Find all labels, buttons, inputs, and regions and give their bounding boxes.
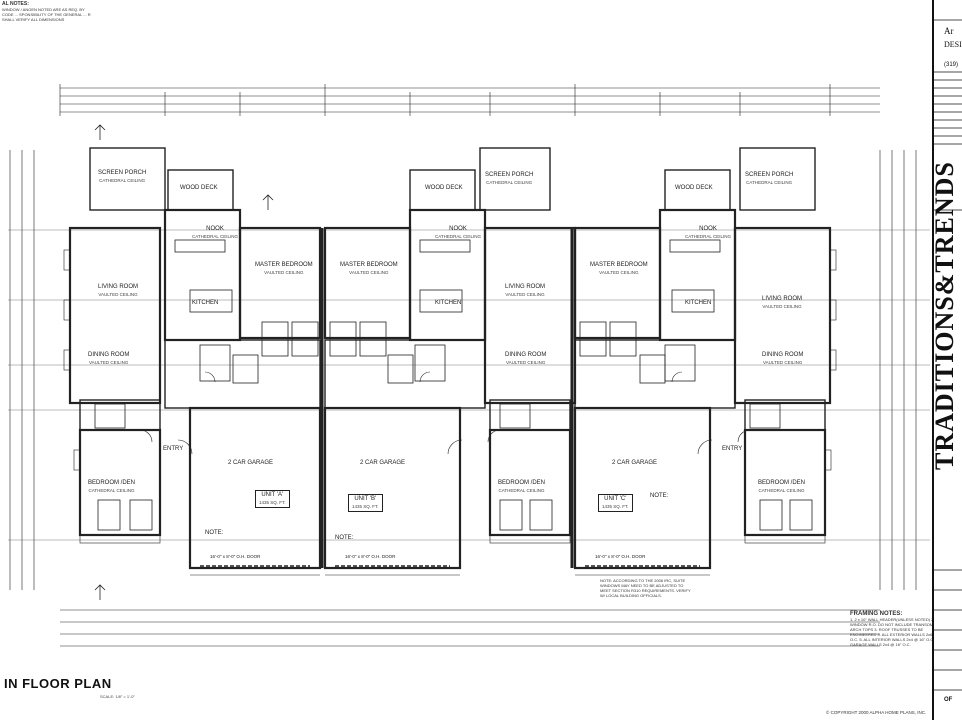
room-name: BEDROOM /DEN bbox=[498, 480, 546, 486]
unit-area: 1435 SQ. FT. bbox=[602, 504, 629, 509]
room-name: BEDROOM /DEN bbox=[758, 480, 806, 486]
room-ceiling: CATHEDRAL CEILING bbox=[685, 234, 732, 239]
bedroom-den-a: BEDROOM /DEN CATHEDRAL CEILING bbox=[88, 480, 135, 494]
room-ceiling: CATHEDRAL CEILING bbox=[88, 488, 135, 493]
copyright: © COPYRIGHT 2000 ALPHA HOME PLANS, INC. bbox=[826, 710, 927, 715]
entry-a: ENTRY bbox=[163, 446, 184, 452]
room-name: DINING ROOM bbox=[762, 352, 804, 358]
note-a: NOTE: bbox=[205, 530, 224, 536]
plan-title: IN FLOOR PLAN bbox=[4, 676, 112, 691]
unit-name: UNIT 'B' bbox=[354, 496, 377, 502]
unit-b-box: UNIT 'B' 1435 SQ. FT. bbox=[348, 494, 383, 512]
kitchen-c: KITCHEN bbox=[685, 300, 712, 306]
master-bedroom-b: MASTER BEDROOM VAULTED CEILING bbox=[340, 262, 398, 276]
room-name: DINING ROOM bbox=[505, 352, 547, 358]
room-name: LIVING ROOM bbox=[98, 284, 139, 290]
nook-a: NOOK CATHEDRAL CEILING bbox=[192, 226, 238, 240]
nook-c: NOOK CATHEDRAL CEILING bbox=[685, 226, 731, 240]
room-name: SCREEN PORCH bbox=[745, 172, 794, 178]
general-notes-title: AL NOTES: bbox=[2, 1, 29, 7]
title-block bbox=[932, 0, 962, 720]
dining-room-c: DINING ROOM VAULTED CEILING bbox=[762, 352, 803, 366]
room-name: DINING ROOM bbox=[88, 352, 130, 358]
brand-logo: TRADITIONS&TRENDS bbox=[930, 161, 959, 470]
unit-area: 1435 SQ. FT. bbox=[352, 504, 379, 509]
room-ceiling: VAULTED CEILING bbox=[98, 292, 138, 297]
room-ceiling: VAULTED CEILING bbox=[264, 270, 304, 275]
room-ceiling: VAULTED CEILING bbox=[762, 304, 802, 309]
garage-b: 2 CAR GARAGE bbox=[360, 460, 406, 466]
room-name: SCREEN PORCH bbox=[98, 170, 147, 176]
kitchen-b: KITCHEN bbox=[435, 300, 462, 306]
wood-deck-c: WOOD DECK bbox=[675, 185, 713, 191]
master-bedroom-a: MASTER BEDROOM VAULTED CEILING bbox=[255, 262, 313, 276]
scale-text: SCALE: 1/8" = 1'-0" bbox=[100, 694, 135, 699]
title-block-lines bbox=[934, 19, 962, 691]
screen-porch-b: SCREEN PORCH CATHEDRAL CEILING bbox=[485, 172, 533, 186]
room-name: BEDROOM /DEN bbox=[88, 480, 136, 486]
note-c: NOTE: bbox=[650, 493, 669, 499]
kitchen-a: KITCHEN bbox=[192, 300, 219, 306]
wood-deck-b: WOOD DECK bbox=[425, 185, 463, 191]
living-room-b: LIVING ROOM VAULTED CEILING bbox=[505, 284, 545, 298]
entry-c: ENTRY bbox=[722, 446, 743, 452]
sheet-number: OF bbox=[944, 697, 953, 703]
room-ceiling: VAULTED CEILING bbox=[89, 360, 129, 365]
unit-name: UNIT 'A' bbox=[261, 492, 284, 498]
code-note: NOTE: ACCORDING TO THE 2006 IRC, SUITE W… bbox=[600, 578, 691, 598]
room-ceiling: CATHEDRAL CEILING bbox=[758, 488, 805, 493]
room-ceiling: CATHEDRAL CEILING bbox=[746, 180, 793, 185]
bedroom-den-b: BEDROOM /DEN CATHEDRAL CEILING bbox=[498, 480, 545, 494]
master-bedroom-c: MASTER BEDROOM VAULTED CEILING bbox=[590, 262, 648, 276]
room-ceiling: VAULTED CEILING bbox=[599, 270, 639, 275]
framing-notes-title: FRAMING NOTES: bbox=[850, 611, 903, 617]
designer-phone: (319) bbox=[944, 62, 959, 68]
room-name: MASTER BEDROOM bbox=[340, 262, 398, 268]
framing-notes-text: 1. 2 x 10" WALL HEADER(UNLESS NOTED) 2. … bbox=[850, 617, 945, 647]
dining-room-a: DINING ROOM VAULTED CEILING bbox=[88, 352, 129, 366]
room-ceiling: VAULTED CEILING bbox=[505, 292, 545, 297]
designer-name-line1: Ar bbox=[944, 26, 954, 36]
unit-name: UNIT 'C' bbox=[604, 496, 627, 502]
room-name: MASTER BEDROOM bbox=[255, 262, 313, 268]
room-name: NOOK bbox=[449, 226, 467, 232]
garage-c: 2 CAR GARAGE bbox=[612, 460, 658, 466]
nook-b: NOOK CATHEDRAL CEILING bbox=[435, 226, 481, 240]
dining-room-b: DINING ROOM VAULTED CEILING bbox=[505, 352, 546, 366]
general-notes: AL NOTES: WINDOW / ANGEN NOTED ARE AS RE… bbox=[2, 1, 92, 23]
room-ceiling: VAULTED CEILING bbox=[349, 270, 389, 275]
unit-area: 1435 SQ. FT. bbox=[259, 500, 286, 505]
unit-a-box: UNIT 'A' 1435 SQ. FT. bbox=[255, 490, 290, 508]
room-ceiling: VAULTED CEILING bbox=[763, 360, 803, 365]
room-name: MASTER BEDROOM bbox=[590, 262, 648, 268]
garage-door-c: 16'-0" x 8'-0" O.H. DOOR bbox=[595, 554, 646, 559]
screen-porch-a: SCREEN PORCH CATHEDRAL CEILING bbox=[98, 170, 146, 184]
room-ceiling: CATHEDRAL CEILING bbox=[498, 488, 545, 493]
room-name: LIVING ROOM bbox=[762, 296, 803, 302]
bedroom-den-c: BEDROOM /DEN CATHEDRAL CEILING bbox=[758, 480, 805, 494]
wood-deck-a: WOOD DECK bbox=[180, 185, 218, 191]
room-ceiling: CATHEDRAL CEILING bbox=[192, 234, 239, 239]
room-ceiling: VAULTED CEILING bbox=[506, 360, 546, 365]
screen-porch-c: SCREEN PORCH CATHEDRAL CEILING bbox=[745, 172, 793, 186]
room-name: LIVING ROOM bbox=[505, 284, 546, 290]
garage-a: 2 CAR GARAGE bbox=[228, 460, 274, 466]
room-name: SCREEN PORCH bbox=[485, 172, 534, 178]
garage-door-a: 16'-0" x 8'-0" O.H. DOOR bbox=[210, 554, 261, 559]
room-ceiling: CATHEDRAL CEILING bbox=[99, 178, 146, 183]
note-b: NOTE: bbox=[335, 535, 354, 541]
designer-name-line2: DESI bbox=[944, 40, 962, 49]
room-name: NOOK bbox=[206, 226, 224, 232]
room-name: NOOK bbox=[699, 226, 717, 232]
room-ceiling: CATHEDRAL CEILING bbox=[486, 180, 533, 185]
framing-notes: FRAMING NOTES: 1. 2 x 10" WALL HEADER(UN… bbox=[850, 611, 950, 647]
living-room-a: LIVING ROOM VAULTED CEILING bbox=[98, 284, 138, 298]
room-ceiling: CATHEDRAL CEILING bbox=[435, 234, 482, 239]
living-room-c: LIVING ROOM VAULTED CEILING bbox=[762, 296, 802, 310]
general-notes-text: WINDOW / ANGEN NOTED ARE AS REQ. BY CODE… bbox=[2, 7, 91, 22]
garage-door-b: 16'-0" x 8'-0" O.H. DOOR bbox=[345, 554, 396, 559]
unit-c-box: UNIT 'C' 1435 SQ. FT. bbox=[598, 494, 633, 512]
